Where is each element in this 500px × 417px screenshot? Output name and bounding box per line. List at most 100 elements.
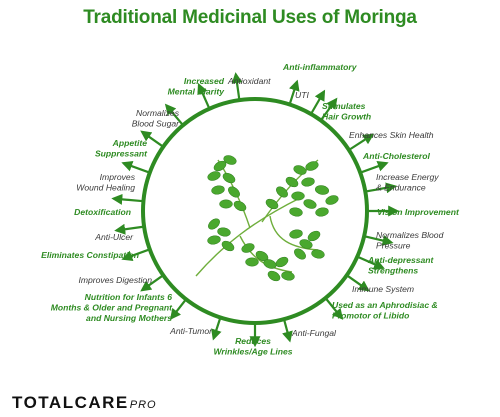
use-label: Detoxification: [74, 207, 131, 217]
moringa-leaves-illustration: [195, 155, 339, 282]
leaflet: [221, 240, 235, 252]
arrow: [197, 82, 211, 110]
leaflet: [315, 207, 329, 217]
use-label: Anti-Tumor: [169, 326, 213, 336]
arrow: [114, 223, 145, 235]
use-label-line: Improves Digestion: [78, 275, 152, 285]
leaflet: [223, 155, 237, 165]
arrow: [346, 274, 370, 292]
arrow: [310, 89, 326, 115]
use-label-line: Nutrition for Infants 6: [85, 292, 173, 302]
use-label-line: Blood Sugar: [132, 119, 180, 129]
use-label-line: Anti-Cholesterol: [362, 151, 430, 161]
use-label-line: Used as an Aphrodisiac &: [332, 300, 438, 310]
use-label-line: Suppressant: [95, 149, 148, 159]
leaflet: [281, 271, 295, 281]
use-label: Anti-Fungal: [291, 328, 337, 338]
arrow: [231, 72, 243, 101]
use-label-line: Increase Energy: [376, 172, 439, 182]
arrows-group: [111, 72, 400, 348]
use-label-line: Anti-Fungal: [291, 328, 337, 338]
use-label-line: Strengthens: [368, 266, 418, 276]
leaflet: [207, 235, 221, 245]
arrow: [365, 182, 397, 194]
use-label-line: Stimulates: [322, 101, 366, 111]
arrow: [121, 160, 151, 174]
arrow: [324, 297, 344, 320]
leaflet: [245, 257, 259, 267]
leaflet: [291, 191, 305, 201]
use-label-line: Normalizes Blood: [376, 230, 444, 240]
arrow: [164, 103, 184, 126]
leaflet: [314, 185, 330, 195]
use-label-line: & Endurance: [376, 183, 426, 193]
brand-name: TOTALCARE: [12, 393, 129, 412]
leaflet: [265, 198, 279, 210]
use-label: Used as an Aphrodisiac &Promotor of Libi…: [332, 300, 438, 321]
arrow: [121, 248, 151, 262]
use-label-line: Vision Improvement: [377, 207, 460, 217]
arrow: [140, 130, 164, 148]
leaflet: [217, 227, 231, 237]
arrow: [348, 133, 375, 151]
use-label: Anti-inflammatory: [282, 62, 358, 72]
use-label: Improves Digestion: [78, 275, 152, 285]
leaflet: [301, 177, 315, 187]
leaflet: [219, 199, 233, 209]
use-label-line: Reduces: [235, 336, 271, 346]
use-label: Anti-Ulcer: [94, 232, 134, 242]
use-label-line: Anti-inflammatory: [282, 62, 358, 72]
use-label-line: Anti-Tumor: [169, 326, 213, 336]
leaflet: [299, 239, 313, 249]
use-label-line: Increased: [184, 76, 225, 86]
use-label-line: Mental Clarity: [168, 87, 226, 97]
use-label-line: Hair Growth: [322, 112, 371, 122]
leaflet: [294, 248, 306, 260]
use-label-line: Normalizes: [136, 108, 180, 118]
use-label: Anti-Cholesterol: [362, 151, 430, 161]
use-label: UTI: [295, 90, 309, 100]
leaflet: [289, 229, 303, 239]
use-label-line: Antioxidant: [227, 76, 271, 86]
brand-suffix: PRO: [129, 399, 157, 411]
arrow: [359, 160, 389, 174]
use-label-line: Enhances Skin Health: [349, 130, 434, 140]
stem: [269, 215, 319, 251]
leaflet: [293, 165, 307, 175]
page-title: Traditional Medicinal Uses of Moringa: [83, 7, 417, 28]
leaflet: [285, 176, 299, 188]
use-label-line: UTI: [295, 90, 309, 100]
arrow: [319, 97, 338, 122]
use-label-line: Eliminates Constipation: [41, 250, 139, 260]
use-label: Enhances Skin Health: [349, 130, 434, 140]
use-label-line: Wrinkles/Age Lines: [213, 347, 292, 357]
use-label-line: Promotor of Libido: [332, 311, 409, 321]
arrow: [211, 317, 222, 341]
leaflet: [207, 171, 221, 181]
use-label: Increase Energy& Endurance: [376, 172, 439, 193]
center-circle: [141, 97, 369, 325]
use-label: Vision Improvement: [377, 207, 460, 217]
leaflet: [311, 249, 325, 259]
use-label-line: Immune System: [352, 284, 414, 294]
leaflet: [305, 161, 319, 171]
leaflet: [222, 172, 236, 184]
arrow: [111, 193, 144, 205]
leaflet: [211, 185, 225, 195]
stem: [239, 235, 293, 273]
leaflet: [228, 186, 240, 198]
use-label-line: Anti-depressant: [367, 255, 435, 265]
leaflet: [267, 270, 281, 282]
use-label: Immune System: [352, 284, 414, 294]
leaflet: [289, 207, 303, 217]
arrow: [169, 298, 187, 320]
leaflet: [241, 243, 255, 253]
use-label-line: Improves: [100, 172, 136, 182]
use-label-line: Wound Healing: [76, 183, 135, 193]
